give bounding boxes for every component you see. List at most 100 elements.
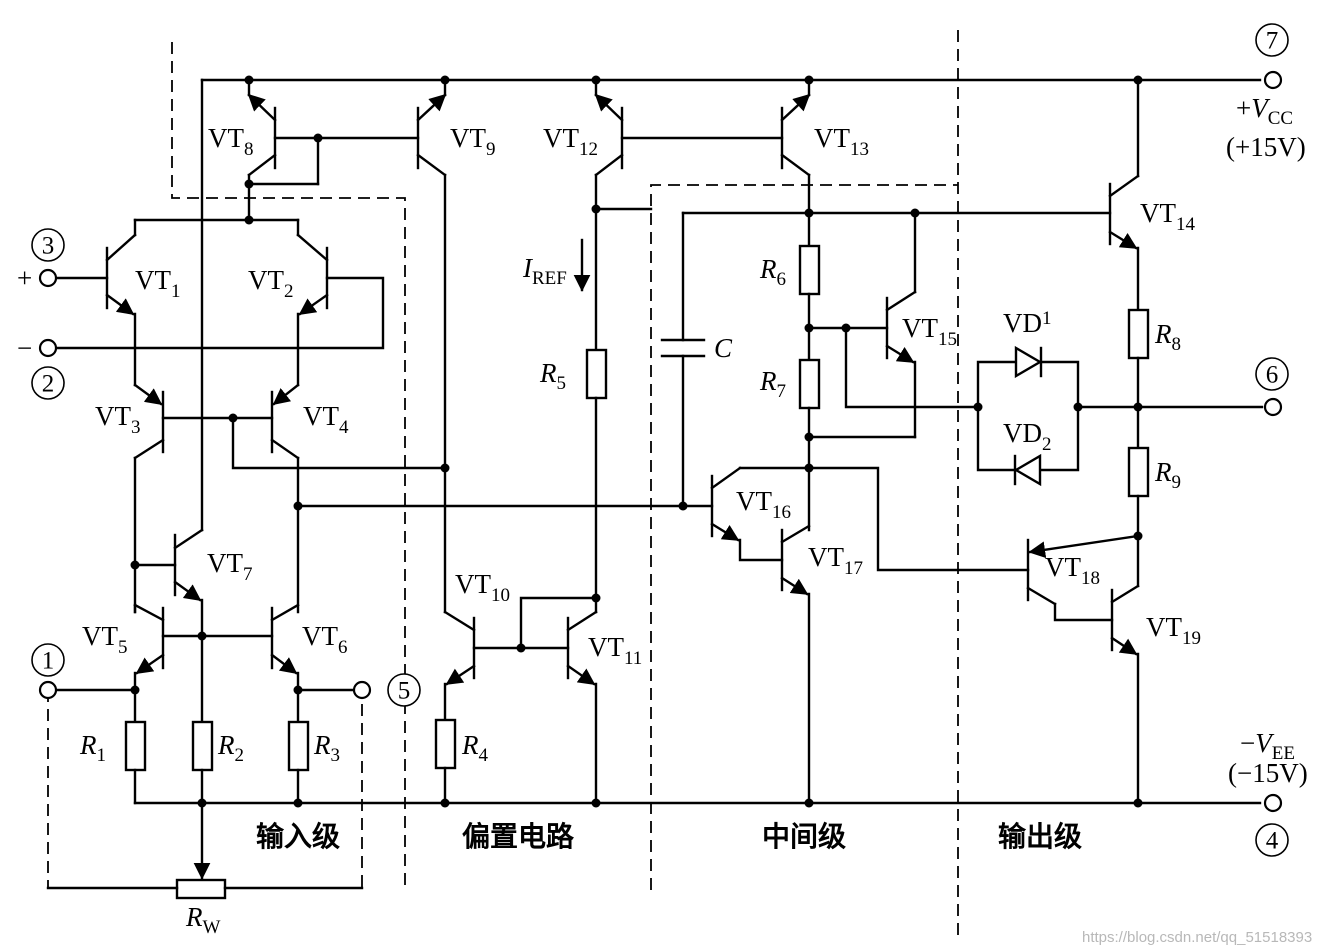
vt1-emitter — [105, 293, 135, 316]
r8-label: R8 — [1154, 319, 1181, 355]
input-stage-title: 输入级 — [256, 820, 340, 853]
bias-circuit — [434, 78, 784, 805]
pin-3-circle — [31, 228, 65, 262]
junction-dots — [130, 75, 1143, 808]
transistor-labels: VT8 VT9 VT12 VT13 VT14 VT1 VT2 VT15 VT3 … — [82, 123, 1201, 669]
r8-body — [1127, 308, 1150, 360]
vt6-emitter — [270, 653, 298, 675]
pin-2-circle — [31, 366, 65, 400]
vd1-label: VD1 — [1003, 308, 1052, 338]
vcc-value: (+15V) — [1226, 132, 1306, 162]
rw-body — [175, 878, 227, 900]
pin-5-label: 5 — [398, 678, 411, 705]
supply-labels: +VCC (+15V) −VEE (−15V) — [1226, 93, 1308, 788]
pin-5-circle — [387, 673, 421, 707]
r6-body — [798, 244, 821, 296]
inverting-input-terminal — [38, 338, 58, 358]
r9-label: R9 — [1154, 457, 1181, 493]
r2-label: R2 — [217, 730, 244, 766]
vt14-emitter — [1108, 230, 1138, 250]
vt19-emitter — [1110, 636, 1138, 656]
vt13-emitter — [780, 93, 811, 122]
offset-null-terminal-5 — [352, 680, 372, 700]
middle-stage — [660, 78, 1112, 805]
vt15-collector — [885, 290, 917, 312]
pin-7-label: 7 — [1266, 28, 1279, 55]
vt5-emitter — [135, 653, 165, 675]
vt19-collector — [1110, 584, 1140, 604]
vt14-collector — [1108, 174, 1140, 198]
vt8-collector — [247, 153, 277, 177]
bias-stage-border — [650, 184, 958, 890]
vt1-label: VT1 — [135, 265, 181, 302]
vt11-label: VT11 — [588, 632, 642, 669]
bias-circuit-title: 偏置电路 — [462, 820, 575, 853]
vt13-collector — [780, 153, 811, 177]
r4-body — [434, 718, 457, 770]
section-borders — [47, 30, 959, 935]
vt17-collector — [780, 524, 811, 544]
pin-3-label: 3 — [42, 233, 55, 260]
vd1-symbol — [1014, 345, 1043, 379]
r1-label: R1 — [79, 730, 106, 766]
vcc-terminal — [1263, 70, 1283, 90]
vt10-label: VT10 — [455, 569, 510, 606]
input-stage — [38, 78, 714, 900]
vt7-emitter — [173, 580, 202, 602]
pin-4-label: 4 — [1266, 828, 1279, 855]
vt2-collector — [296, 233, 329, 262]
vt9-emitter — [416, 93, 447, 122]
vt3-emitter — [133, 383, 163, 406]
vt12-emitter — [594, 93, 624, 122]
vt6-collector — [270, 603, 300, 622]
vt4-label: VT4 — [303, 401, 349, 438]
vt18-label: VT18 — [1045, 552, 1100, 589]
pin-6-label: 6 — [1266, 362, 1279, 389]
r3-label: R3 — [313, 730, 340, 766]
vt8-label: VT8 — [208, 123, 254, 160]
output-stage-title: 输出级 — [998, 820, 1082, 853]
vt13-label: VT13 — [814, 123, 869, 160]
vt17-emitter — [780, 576, 809, 596]
vt9-label: VT9 — [450, 123, 496, 160]
vt17-label: VT17 — [808, 542, 863, 579]
vt16-collector — [710, 466, 742, 490]
vt5-label: VT5 — [82, 621, 128, 658]
vt7-collector — [173, 528, 204, 550]
vt4-collector — [270, 438, 300, 460]
vt1-collector — [105, 233, 137, 262]
capacitor-label: C — [714, 333, 733, 363]
iref-label: IREF — [522, 253, 567, 289]
offset-null-terminal-1 — [38, 680, 58, 700]
vee-value: (−15V) — [1228, 758, 1308, 788]
rw-dashed-box — [47, 690, 363, 889]
r7-body — [798, 358, 821, 410]
vt16-emitter — [710, 522, 740, 542]
vt8-emitter — [247, 93, 277, 122]
vt2-label: VT2 — [248, 265, 294, 302]
vt11-emitter — [566, 664, 596, 686]
vt9-collector — [416, 153, 447, 177]
noninverting-input-terminal — [38, 268, 58, 288]
output-stage — [976, 78, 1283, 805]
r7-label: R7 — [759, 366, 786, 402]
input-stage-border — [171, 42, 406, 890]
section-titles: 输入级 偏置电路 中间级 输出级 — [256, 820, 1082, 853]
pin-7-circle — [1255, 23, 1289, 57]
component-labels: IREF R5 R6 R7 C R8 R9 VD1 VD2 R1 R2 R3 R… — [79, 253, 1181, 938]
vd2-symbol — [1013, 453, 1042, 487]
r5-body — [585, 348, 608, 400]
middle-stage-title: 中间级 — [762, 820, 846, 853]
vt19-label: VT19 — [1146, 612, 1201, 649]
pin-1-label: 1 — [42, 648, 55, 675]
vt14-label: VT14 — [1140, 198, 1196, 235]
watermark: https://blog.csdn.net/qq_51518393 — [1082, 929, 1312, 946]
pin-4-circle — [1255, 823, 1289, 857]
r4-label: R4 — [461, 730, 489, 766]
vt15-label: VT15 — [902, 313, 957, 350]
rw-label: RW — [185, 902, 221, 938]
r6-label: R6 — [759, 254, 786, 290]
power-rails — [133, 70, 1283, 813]
vt5-collector — [133, 603, 165, 622]
vt18-collector — [1026, 586, 1057, 606]
